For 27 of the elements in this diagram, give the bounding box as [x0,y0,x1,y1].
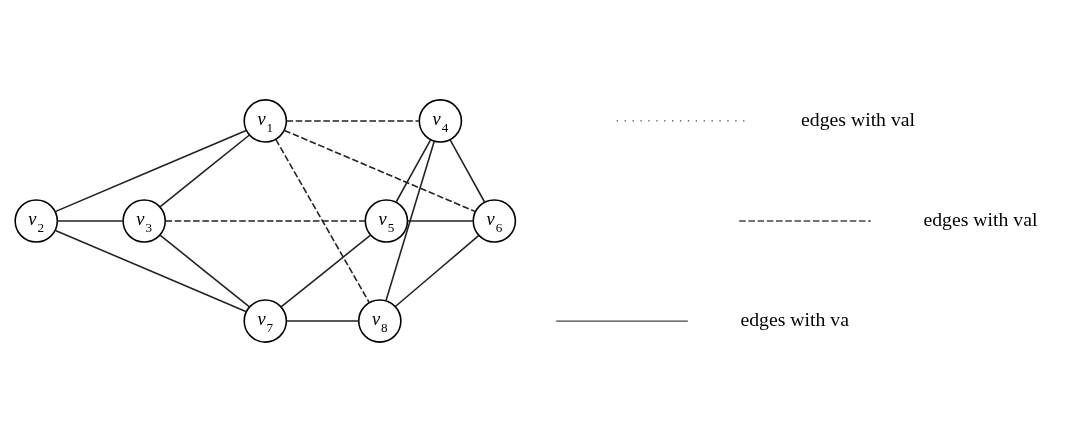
legend-label: edges with va [740,307,849,330]
legend-label: edges with val [801,107,916,130]
node-circle: v$_{7}$ [243,299,288,343]
connector [56,220,124,222]
node-circle: v$_{4}$ [418,99,463,143]
connector [275,138,371,304]
connector [54,129,247,213]
node-circle: v$_{5}$ [364,199,409,243]
connector [395,138,432,203]
connector [285,120,420,122]
connector [283,129,477,213]
node-circle: v$_{3}$ [122,199,167,243]
connector [285,320,360,322]
connector [449,138,486,203]
connector [159,234,251,308]
node-circle: v$_{6}$ [472,199,517,243]
legend-label: edges with val [923,207,1038,230]
connector [164,220,367,222]
connector [54,229,248,313]
connector [394,234,480,308]
connector [385,140,435,302]
node-circle: v$_{8}$ [357,299,402,343]
connector [280,234,372,308]
connector [159,134,251,208]
node-circle: v$_{1}$ [243,99,288,143]
connector [406,220,474,222]
node-circle: v$_{2}$ [14,199,59,243]
